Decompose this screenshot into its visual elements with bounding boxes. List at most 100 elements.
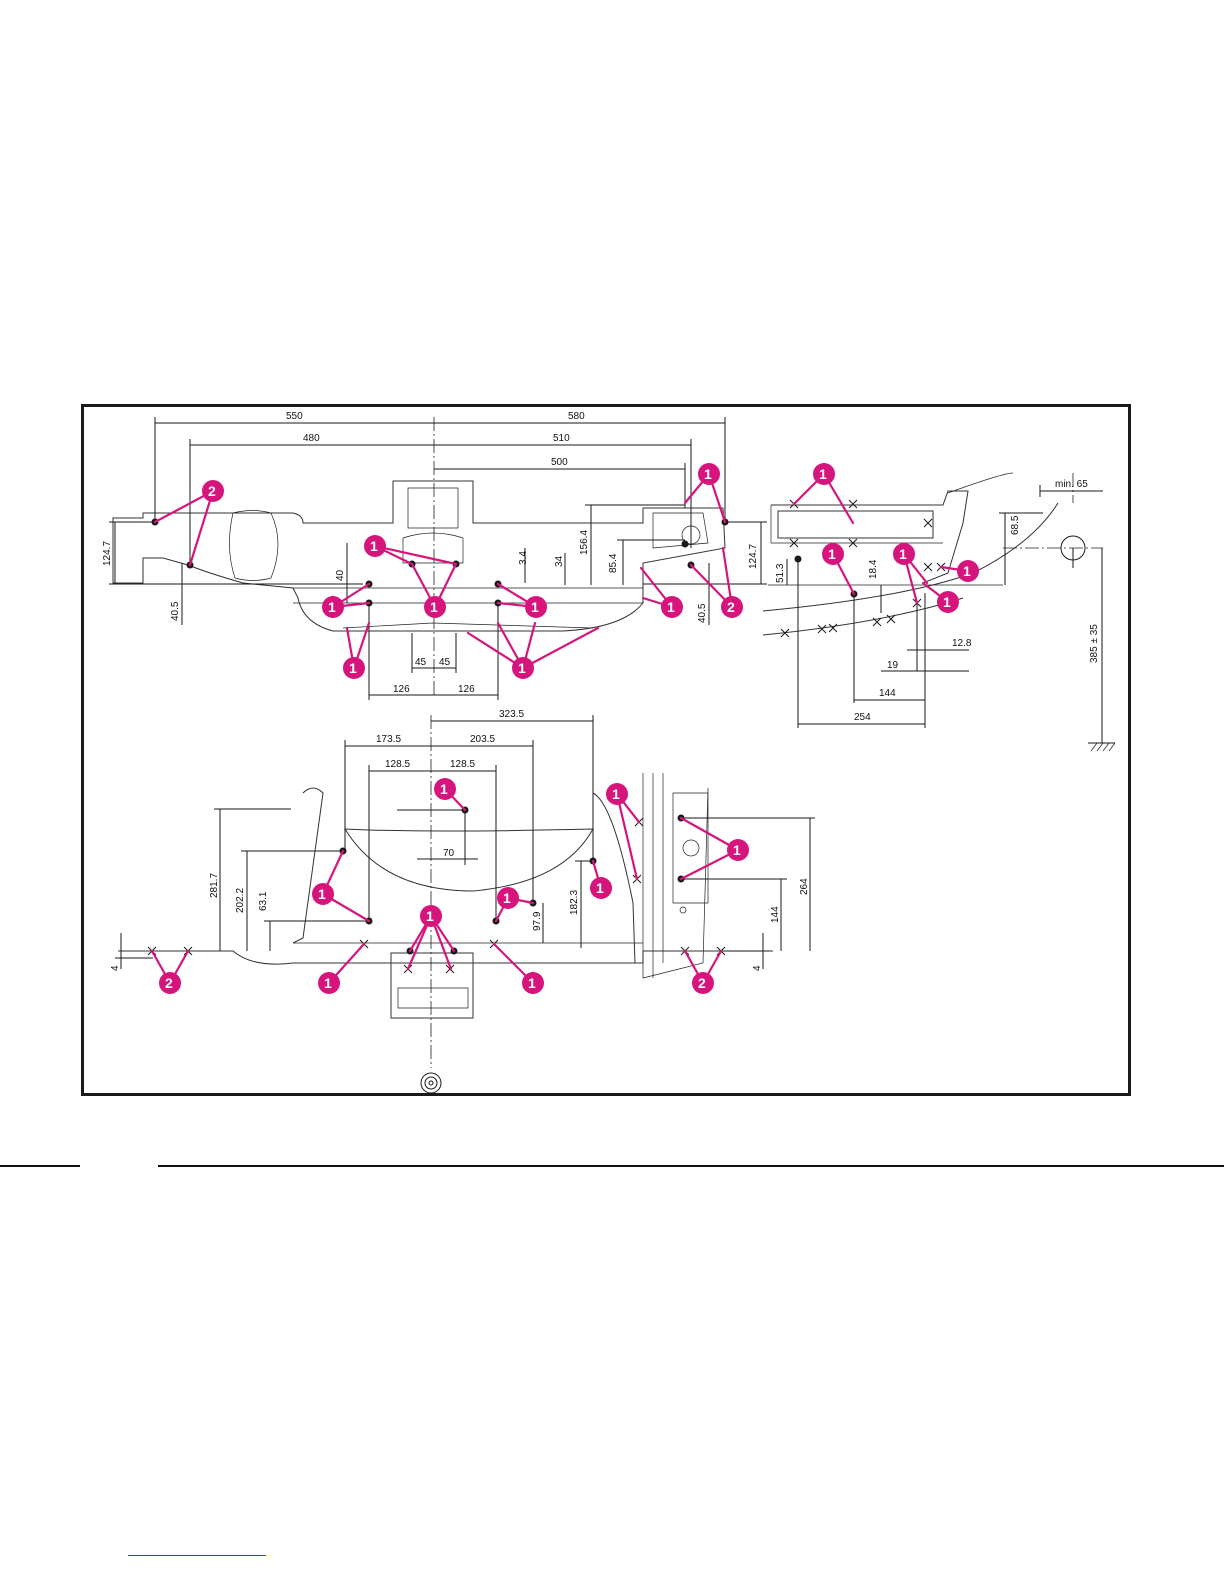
callout-2-marker: 2	[202, 480, 224, 502]
svg-text:1: 1	[426, 908, 434, 924]
dim-4-left: 4	[110, 965, 121, 971]
callout-2-marker: 2	[159, 972, 181, 994]
dim-128-5-right: 128.5	[450, 759, 475, 770]
dim-182-3: 182.3	[569, 890, 580, 915]
bottom-view: 323.5 173.5 203.5 128.5 128.5 70 281.7 2…	[110, 709, 815, 1093]
callout-1-marker: 1	[318, 972, 340, 994]
dim-97-9: 97.9	[532, 911, 543, 931]
svg-text:1: 1	[899, 546, 907, 562]
callout-1-marker: 1	[813, 463, 835, 485]
dim-19: 19	[887, 660, 899, 671]
callout-1-marker: 1	[590, 877, 612, 899]
callout-1-marker: 1	[420, 905, 442, 927]
svg-text:1: 1	[667, 599, 675, 615]
callout-1-marker: 1	[698, 463, 720, 485]
dim-45-left: 45	[415, 657, 427, 668]
dim-385: 385 ± 35	[1089, 624, 1100, 663]
dim-550: 550	[286, 411, 303, 422]
callout-1-marker: 1	[957, 560, 979, 582]
callout-1-marker: 1	[312, 883, 334, 905]
svg-text:2: 2	[698, 975, 706, 991]
dim-144-side: 144	[879, 688, 896, 699]
dim-126-left: 126	[393, 684, 410, 695]
dim-281-7: 281.7	[209, 873, 220, 898]
dim-144-bottom: 144	[770, 906, 781, 923]
dim-173-5: 173.5	[376, 734, 401, 745]
dim-126-right: 126	[458, 684, 475, 695]
dim-124-7-right: 124.7	[748, 544, 759, 569]
dim-264: 264	[799, 878, 810, 895]
dim-4-right: 4	[752, 965, 763, 971]
svg-text:1: 1	[531, 599, 539, 615]
callout-1-marker: 1	[937, 591, 959, 613]
callout-1-marker: 1	[424, 596, 446, 618]
dim-12-8: 12.8	[952, 638, 972, 649]
dim-34: 34	[554, 555, 565, 567]
svg-text:1: 1	[349, 660, 357, 676]
callout-leaders	[152, 474, 968, 983]
callout-1-marker: 1	[512, 657, 534, 679]
dim-40-5-left: 40.5	[170, 601, 181, 621]
svg-text:1: 1	[828, 546, 836, 562]
svg-text:1: 1	[430, 599, 438, 615]
dim-510: 510	[553, 433, 570, 444]
dim-40: 40	[335, 569, 346, 581]
callout-1-marker: 1	[434, 778, 456, 800]
footer-rule-right	[158, 1165, 1224, 1167]
svg-text:1: 1	[328, 599, 336, 615]
svg-text:2: 2	[165, 975, 173, 991]
svg-text:1: 1	[819, 466, 827, 482]
svg-text:1: 1	[528, 975, 536, 991]
dim-203-5: 203.5	[470, 734, 495, 745]
callout-1-marker: 1	[364, 535, 386, 557]
dim-63-1: 63.1	[258, 891, 269, 911]
dim-70: 70	[443, 848, 455, 859]
svg-text:1: 1	[370, 538, 378, 554]
dim-68-5: 68.5	[1010, 515, 1021, 535]
dim-156-4: 156.4	[579, 530, 590, 555]
svg-text:1: 1	[733, 842, 741, 858]
callout-1-marker: 1	[661, 596, 683, 618]
dim-124-7-left: 124.7	[102, 541, 113, 566]
dim-323-5: 323.5	[499, 709, 524, 720]
callout-2-marker: 2	[692, 972, 714, 994]
dim-500: 500	[551, 457, 568, 468]
svg-text:1: 1	[704, 466, 712, 482]
dim-202-2: 202.2	[235, 888, 246, 913]
svg-text:1: 1	[503, 890, 511, 906]
callout-2-marker: 2	[721, 596, 743, 618]
svg-text:1: 1	[612, 786, 620, 802]
callout-1-marker: 1	[822, 543, 844, 565]
svg-text:1: 1	[596, 880, 604, 896]
callout-1-marker: 1	[322, 596, 344, 618]
footer-link-underline[interactable]	[128, 1555, 266, 1556]
dim-51-3: 51.3	[775, 563, 786, 583]
callout-1-marker: 1	[893, 543, 915, 565]
dim-3-4: 3.4	[518, 551, 529, 565]
side-view: min. 65 68.5 385 ± 35 51.3 18.4 12.8 19 …	[763, 473, 1115, 751]
callout-1-marker: 1	[343, 657, 365, 679]
callout-1-marker: 1	[497, 887, 519, 909]
dim-580: 580	[568, 411, 585, 422]
dim-45-right: 45	[439, 657, 451, 668]
callout-1-marker: 1	[522, 972, 544, 994]
dim-480: 480	[303, 433, 320, 444]
svg-text:1: 1	[440, 781, 448, 797]
svg-text:1: 1	[318, 886, 326, 902]
footer-rule-left	[0, 1165, 80, 1167]
underbody-dimension-drawing: 550 580 480 510 500 124.7 40.5 40 3.4 34…	[84, 407, 1128, 1093]
dim-254: 254	[854, 712, 871, 723]
diagram-frame: 550 580 480 510 500 124.7 40.5 40 3.4 34…	[81, 404, 1131, 1096]
svg-text:1: 1	[324, 975, 332, 991]
svg-text:2: 2	[727, 599, 735, 615]
svg-text:1: 1	[963, 563, 971, 579]
svg-text:2: 2	[208, 483, 216, 499]
top-view: 550 580 480 510 500 124.7 40.5 40 3.4 34…	[102, 411, 767, 700]
dim-min-65: min. 65	[1055, 479, 1088, 490]
dim-18-4: 18.4	[868, 559, 879, 579]
callout-1-marker: 1	[525, 596, 547, 618]
callout-1-marker: 1	[606, 783, 628, 805]
dim-128-5-left: 128.5	[385, 759, 410, 770]
svg-text:1: 1	[518, 660, 526, 676]
callout-1-marker: 1	[727, 839, 749, 861]
